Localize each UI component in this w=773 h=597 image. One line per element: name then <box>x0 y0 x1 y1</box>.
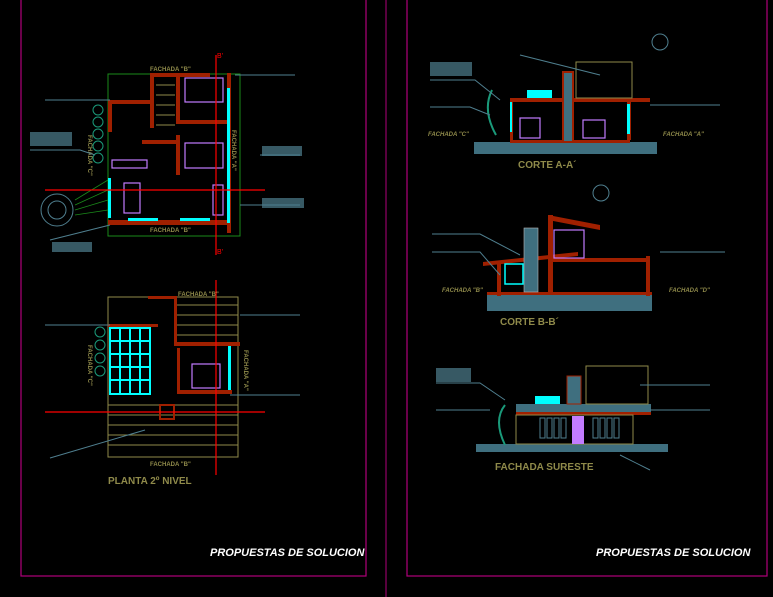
right-facade-label: FACHADA "A" <box>663 132 704 138</box>
chimney <box>566 375 582 405</box>
dining-table <box>123 182 141 214</box>
section-marker-bottom: B' <box>217 249 223 256</box>
left-facade-label: FACHADA "B" <box>442 288 483 294</box>
elevation-title: FACHADA SURESTE <box>495 462 594 473</box>
bed <box>184 142 224 169</box>
section-b-b: CORTE B-B´ FACHADA "B" FACHADA "D" <box>432 184 725 328</box>
sheet-footer-title: PROPUESTAS DE SOLUCION <box>210 547 365 559</box>
second-floor-plan: FACHADA "B" FACHADA "B" FACHADA "A" FACH… <box>45 280 300 487</box>
section-title: CORTE B-B´ <box>500 317 559 328</box>
kitchen-counter <box>111 159 148 169</box>
right-sheet-border <box>406 0 768 577</box>
shrubs <box>92 104 104 164</box>
tree-symbol <box>40 193 74 227</box>
section-a-a: CORTE A-A´ FACHADA "C" FACHADA "A" <box>428 33 720 171</box>
plan-title: PLANTA 2º NIVEL <box>108 476 192 487</box>
facade-label-bottom: FACHADA "B" <box>150 462 191 468</box>
ground-floor-plan: B' B' FACHADA "B" FACHADA "B" FACHADA "A… <box>30 53 304 256</box>
right-facade-label: FACHADA "D" <box>669 288 710 294</box>
facade-label-left: FACHADA "C" <box>86 135 92 176</box>
chimney <box>523 227 539 293</box>
bed <box>191 363 221 389</box>
section-marker-top: B' <box>217 53 223 60</box>
sun-symbol <box>592 184 610 202</box>
window-grid <box>109 327 151 395</box>
facade-label-bottom: FACHADA "B" <box>150 228 191 234</box>
left-sheet-border <box>20 0 367 577</box>
facade-label-left: FACHADA "C" <box>86 345 92 386</box>
facade-label-right: FACHADA "A" <box>230 130 236 171</box>
sheet-footer-title: PROPUESTAS DE SOLUCION <box>596 547 751 559</box>
section-title: CORTE A-A´ <box>518 160 577 171</box>
facade-label-right: FACHADA "A" <box>242 350 248 391</box>
facade-label-top: FACHADA "B" <box>178 292 219 298</box>
property-boundary <box>107 73 241 237</box>
left-facade-label: FACHADA "C" <box>428 132 469 138</box>
door <box>572 416 584 444</box>
bed <box>184 77 224 103</box>
facade-label-top: FACHADA "B" <box>150 67 191 73</box>
southeast-elevation: FACHADA SURESTE <box>436 365 710 473</box>
chimney <box>562 71 574 143</box>
tree-symbol <box>486 89 497 136</box>
sun-symbol <box>651 33 669 51</box>
sofa <box>212 184 224 216</box>
